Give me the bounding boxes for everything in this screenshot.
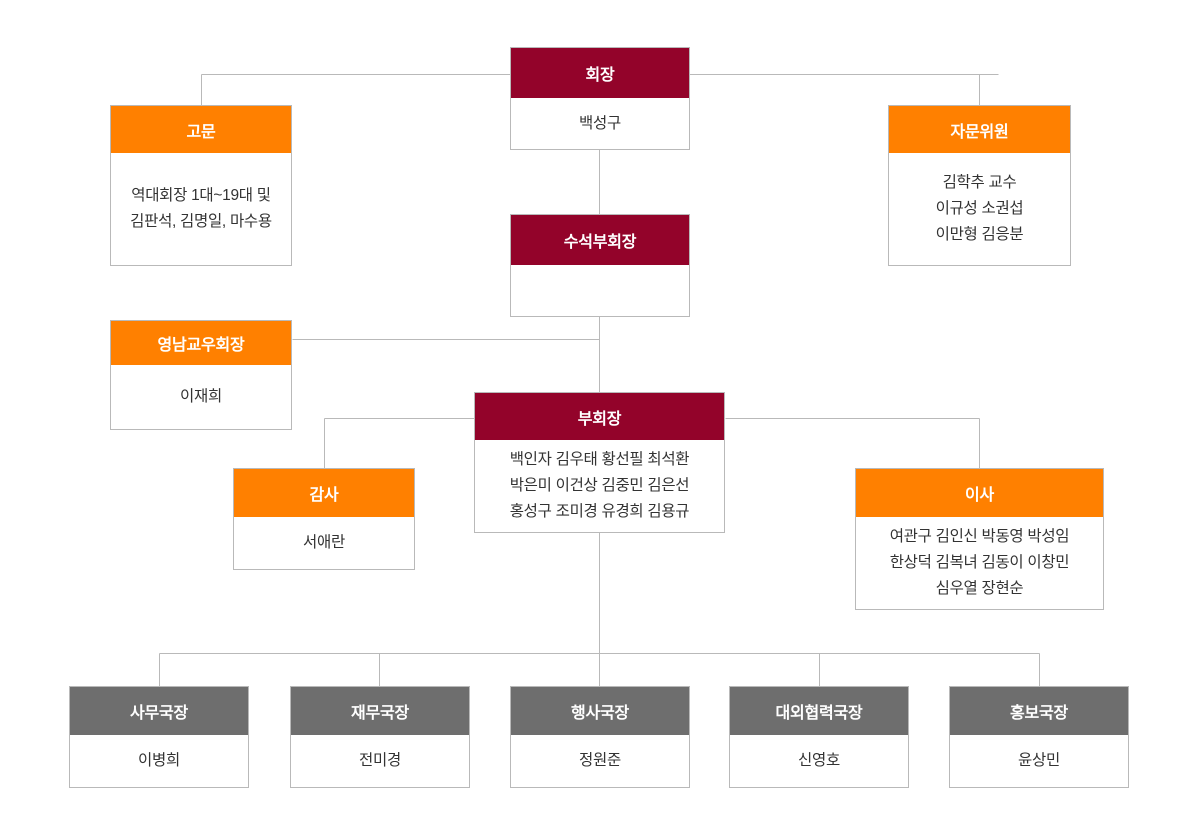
node-dept-events[interactable]: 행사국장 정원준 — [510, 686, 690, 788]
node-advisor-title: 고문 — [111, 106, 291, 153]
node-advisory-committee-members: 김학추 교수 이규성 소권섭 이만형 김응분 — [889, 153, 1070, 265]
node-dept-events-title: 행사국장 — [511, 687, 689, 735]
node-dept-finance-title: 재무국장 — [291, 687, 469, 735]
node-vice-chairman[interactable]: 부회장 백인자 김우태 황선필 최석환 박은미 이건상 김중민 김은선 홍성구 … — [474, 392, 725, 533]
node-dept-admin[interactable]: 사무국장 이병희 — [69, 686, 249, 788]
node-vice-chairman-title: 부회장 — [475, 393, 724, 440]
member-line: 윤상민 — [1018, 752, 1060, 769]
node-dept-external[interactable]: 대외협력국장 신영호 — [729, 686, 909, 788]
member-line: 백성구 — [579, 114, 621, 132]
member-line: 전미경 — [359, 752, 401, 769]
node-auditor[interactable]: 감사 서애란 — [233, 468, 415, 570]
member-line: 이재희 — [180, 388, 222, 405]
node-director[interactable]: 이사 여관구 김인신 박동영 박성임 한상덕 김복녀 김동이 이창민 심우열 장… — [855, 468, 1104, 610]
member-line: 백인자 김우태 황선필 최석환 — [509, 451, 690, 468]
member-line: 정원준 — [579, 752, 621, 769]
node-dept-events-members: 정원준 — [511, 735, 689, 787]
node-senior-vice-chairman-members — [511, 265, 689, 316]
member-line: 이병희 — [138, 752, 180, 769]
member-line: 심우열 장현순 — [935, 580, 1024, 597]
node-chairman-members: 백성구 — [511, 98, 689, 149]
node-director-members: 여관구 김인신 박동영 박성임 한상덕 김복녀 김동이 이창민 심우열 장현순 — [856, 517, 1103, 609]
member-line: 한상덕 김복녀 김동이 이창민 — [889, 554, 1070, 571]
node-yeongnam-alumni-chair-members: 이재희 — [111, 365, 291, 429]
node-chairman-title: 회장 — [511, 48, 689, 98]
node-dept-external-members: 신영호 — [730, 735, 908, 787]
member-line: 서애란 — [303, 534, 345, 551]
node-chairman[interactable]: 회장 백성구 — [510, 47, 690, 150]
node-dept-pr-title: 홍보국장 — [950, 687, 1128, 735]
node-auditor-members: 서애란 — [234, 517, 414, 569]
node-advisory-committee[interactable]: 자문위원 김학추 교수 이규성 소권섭 이만형 김응분 — [888, 105, 1071, 266]
member-line: 여관구 김인신 박동영 박성임 — [889, 528, 1070, 545]
node-vice-chairman-members: 백인자 김우태 황선필 최석환 박은미 이건상 김중민 김은선 홍성구 조미경 … — [475, 440, 724, 532]
node-senior-vice-chairman-title: 수석부회장 — [511, 215, 689, 265]
node-yeongnam-alumni-chair-title: 영남교우회장 — [111, 321, 291, 365]
member-line: 박은미 이건상 김중민 김은선 — [509, 477, 690, 494]
node-dept-finance-members: 전미경 — [291, 735, 469, 787]
node-senior-vice-chairman[interactable]: 수석부회장 — [510, 214, 690, 317]
node-dept-pr-members: 윤상민 — [950, 735, 1128, 787]
node-dept-admin-members: 이병희 — [70, 735, 248, 787]
node-dept-external-title: 대외협력국장 — [730, 687, 908, 735]
member-line: 이만형 김응분 — [935, 226, 1024, 243]
node-auditor-title: 감사 — [234, 469, 414, 517]
member-line: 신영호 — [798, 752, 840, 769]
member-line: 홍성구 조미경 유경희 김용규 — [509, 503, 690, 520]
member-line: 김판석, 김명일, 마수용 — [130, 213, 272, 230]
node-dept-finance[interactable]: 재무국장 전미경 — [290, 686, 470, 788]
member-line: 김학추 교수 — [942, 174, 1017, 191]
node-dept-admin-title: 사무국장 — [70, 687, 248, 735]
node-advisory-committee-title: 자문위원 — [889, 106, 1070, 153]
node-advisor-members: 역대회장 1대~19대 및 김판석, 김명일, 마수용 — [111, 153, 291, 265]
node-dept-pr[interactable]: 홍보국장 윤상민 — [949, 686, 1129, 788]
node-advisor[interactable]: 고문 역대회장 1대~19대 및 김판석, 김명일, 마수용 — [110, 105, 292, 266]
member-line: 역대회장 1대~19대 및 — [131, 187, 271, 204]
node-director-title: 이사 — [856, 469, 1103, 517]
member-line: 이규성 소권섭 — [935, 200, 1024, 217]
node-yeongnam-alumni-chair[interactable]: 영남교우회장 이재희 — [110, 320, 292, 430]
